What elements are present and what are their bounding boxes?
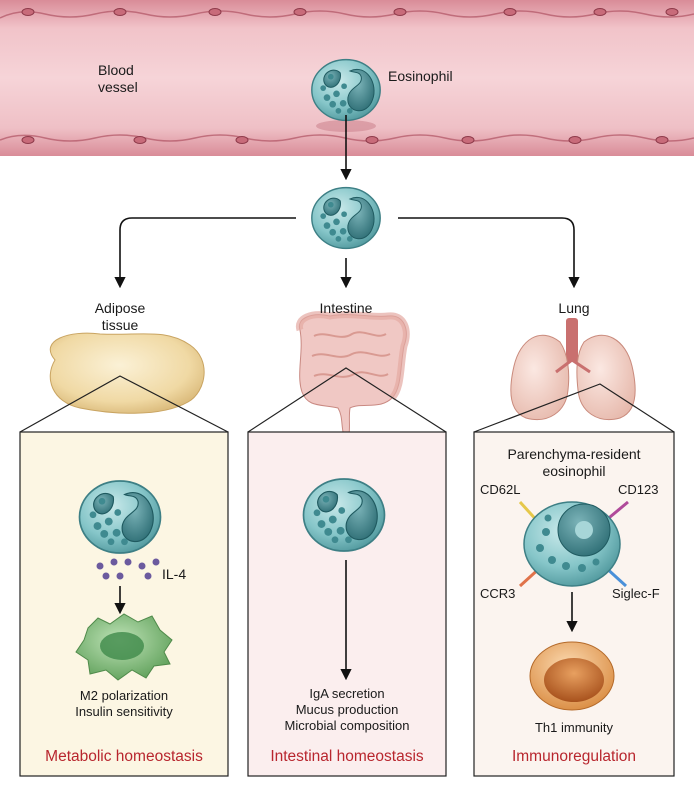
blood-vessel-label: Blood vessel [98,62,138,95]
lung-label: Lung [558,300,590,316]
eosinophil-in-vessel [311,58,381,122]
eosinophil-intestine [302,478,386,552]
eosinophil-label: Eosinophil [388,68,453,84]
th1-cell [529,641,615,711]
marker-cd123-label: CD123 [618,482,659,497]
il4-granules [96,558,160,580]
parenchyma-resident-eosinophil-label: Parenchyma-resident eosinophil [507,446,641,479]
intestine-label: Intestine [319,300,373,316]
intestine-illustration [295,311,410,441]
eosinophil-adipose [78,480,162,554]
outcome-immunoregulation: Immunoregulation [511,748,637,765]
parenchyma-resident-eosinophil [518,500,629,588]
zoom-wedges [19,367,675,433]
marker-ccr3-label: CCR3 [480,586,516,601]
outcome-intestinal-homeostasis: Intestinal homeostasis [270,748,424,765]
marker-siglecf-label: Siglec-F [612,586,660,601]
adipose-tissue-label: Adipose tissue [94,300,146,333]
panel-lung [473,431,675,777]
intestine-effects: IgA secretion Mucus production Microbial… [284,686,410,733]
arrow-to-adipose [114,217,296,289]
eosinophil-migrating [311,186,381,250]
arrow-to-lung [398,217,580,289]
adipose-effects: M2 polarization Insulin sensitivity [75,688,173,719]
il4-label: IL-4 [162,566,187,582]
lung-illustration [510,318,636,420]
adipose-tissue-illustration [49,332,205,414]
marker-cd62l-label: CD62L [480,482,521,497]
lung-effects: Th1 immunity [534,720,614,735]
outcome-metabolic-homeostasis: Metabolic homeostasis [45,748,203,765]
